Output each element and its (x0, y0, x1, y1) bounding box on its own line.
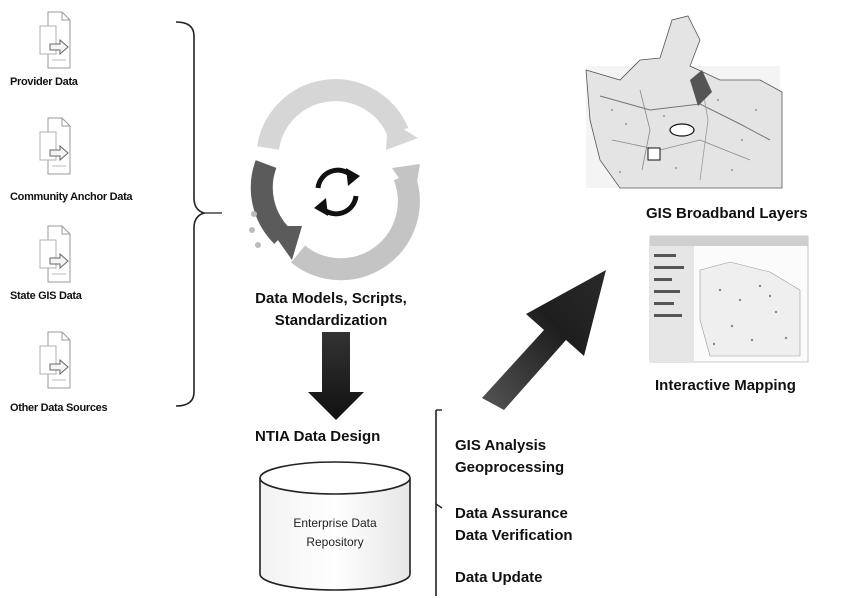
repository-label-line1: Enterprise Data (293, 516, 377, 530)
interactive-map-thumbnail (649, 235, 809, 363)
process-label: Data Models, Scripts, Standardization (241, 288, 421, 332)
repository-label-line2: Repository (306, 535, 364, 549)
process-label-line1: Data Models, Scripts, (255, 290, 407, 307)
sources-bracket (175, 21, 207, 407)
source-label-community-anchor: Community Anchor Data (10, 191, 133, 203)
source-label-state-gis: State GIS Data (10, 290, 82, 302)
gis-map-thumbnail (585, 15, 783, 189)
source-label-provider: Provider Data (10, 76, 78, 88)
function-item: Data Assurance (455, 505, 568, 522)
repository-cylinder (259, 461, 411, 591)
document-arrow-icon (39, 11, 71, 69)
down-arrow-icon (308, 332, 364, 420)
document-arrow-icon (39, 331, 71, 389)
process-label-line2: Standardization (274, 312, 388, 329)
function-item: GIS Analysis (455, 437, 547, 454)
refresh-cycle-icon (249, 79, 420, 281)
gis-broadband-layers-label: GIS Broadband Layers (646, 205, 808, 222)
design-title: NTIA Data Design (255, 428, 381, 445)
document-arrow-icon (39, 117, 71, 175)
document-arrow-icon (39, 225, 71, 283)
repository-label: Enterprise Data Repository (260, 514, 410, 552)
function-item: Data Verification (455, 527, 573, 544)
source-label-other: Other Data Sources (10, 402, 108, 414)
function-item: Data Update (455, 569, 543, 586)
function-item: Geoprocessing (455, 459, 565, 476)
up-right-arrow-icon (482, 270, 606, 410)
interactive-mapping-label: Interactive Mapping (655, 377, 796, 394)
